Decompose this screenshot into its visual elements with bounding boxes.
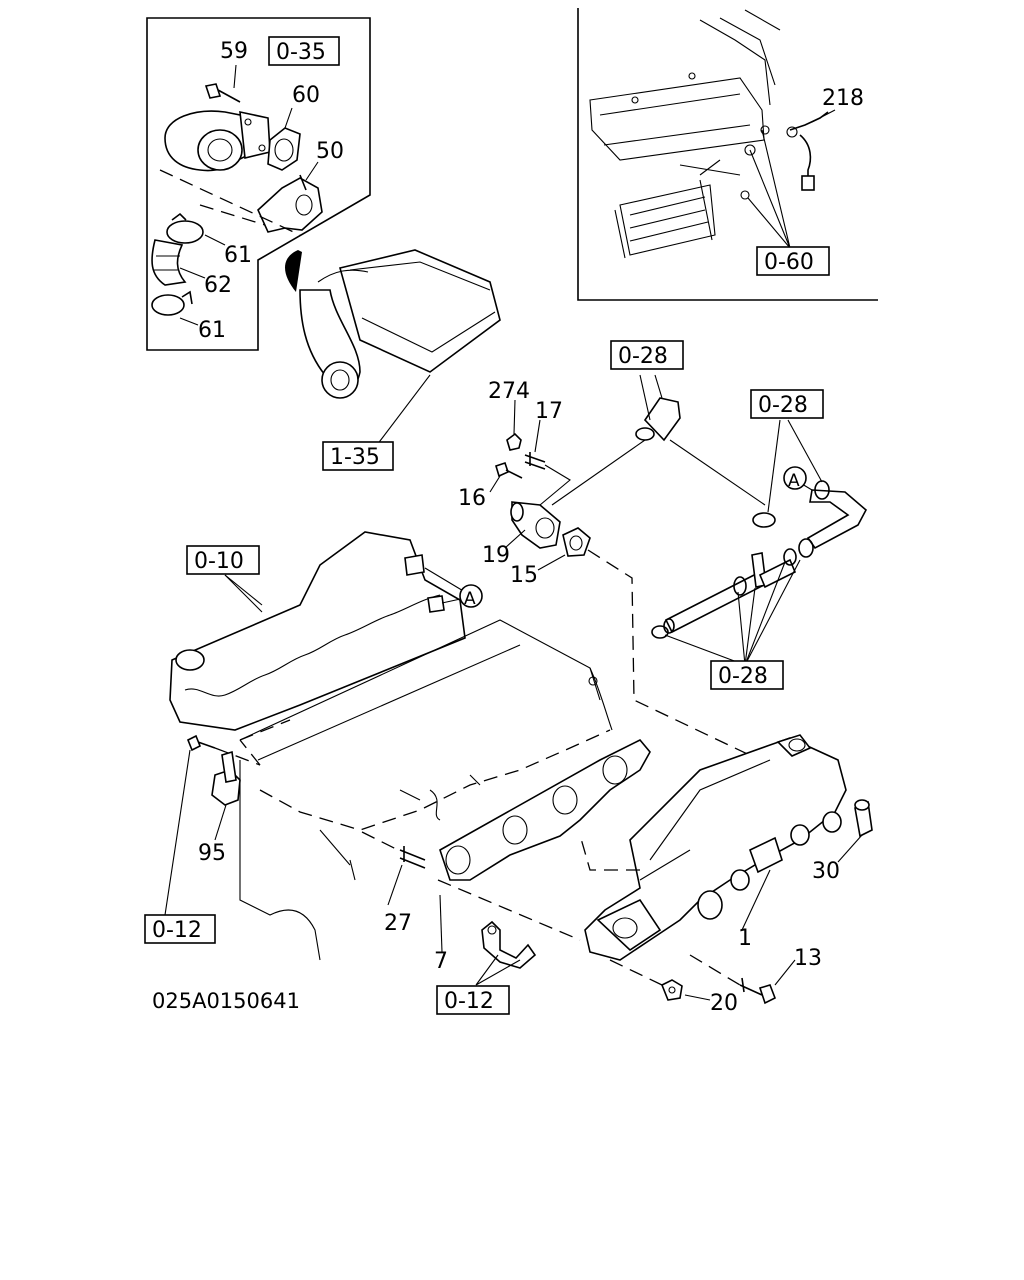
- ref-box-0-10-label: 0-10: [194, 549, 244, 574]
- label-part-13: 13: [794, 946, 822, 971]
- label-part-7: 7: [434, 949, 448, 974]
- bolt-59: [204, 83, 241, 103]
- label-part-1: 1: [738, 926, 752, 951]
- label-part-59: 59: [220, 39, 248, 64]
- label-part-218: 218: [822, 86, 864, 111]
- label-part-274: 274: [488, 379, 530, 404]
- hose-clamp-61-top: [166, 212, 204, 244]
- label-part-50: 50: [316, 139, 344, 164]
- manifold-gasket-7: [439, 739, 651, 881]
- exhaust-manifold-1: [584, 734, 847, 961]
- sensor-218: [786, 111, 829, 191]
- hose-62: [151, 239, 187, 286]
- ref-box-0-60-label: 0-60: [764, 250, 814, 275]
- label-part-27: 27: [384, 911, 412, 936]
- ref-box-0-35[interactable]: 0-35: [268, 36, 340, 66]
- bolt-13: [739, 977, 777, 1005]
- engine-block: [239, 619, 613, 961]
- inset-frame-left: [146, 17, 371, 351]
- gasket-60: [267, 127, 301, 171]
- ref-box-0-12-bottom[interactable]: 0-12: [436, 985, 510, 1015]
- clamp-b: [651, 625, 669, 639]
- ref-box-0-60[interactable]: 0-60: [756, 246, 830, 276]
- stud-30: [854, 799, 873, 838]
- nut-20: [660, 979, 683, 1001]
- bolt-16: [495, 461, 523, 479]
- ref-box-0-10[interactable]: 0-10: [186, 545, 260, 575]
- ref-box-0-28-bottom-label: 0-28: [718, 664, 768, 689]
- bolt-95: [186, 734, 216, 752]
- label-part-30: 30: [812, 859, 840, 884]
- water-outlet-19: [510, 501, 561, 549]
- marker-a-head: A: [459, 584, 483, 609]
- label-part-60: 60: [292, 83, 320, 108]
- elbow-pipe: [164, 110, 271, 172]
- ref-box-0-28-bottom[interactable]: 0-28: [710, 660, 784, 690]
- label-part-95: 95: [198, 841, 226, 866]
- label-part-62: 62: [204, 273, 232, 298]
- water-pipe-t: [663, 548, 797, 634]
- inset-frame-right: [577, 8, 878, 301]
- ref-box-0-28-right-label: 0-28: [758, 393, 808, 418]
- ref-box-0-28-right[interactable]: 0-28: [750, 389, 824, 419]
- ref-box-1-35-label: 1-35: [330, 445, 380, 470]
- stud-274: [506, 432, 522, 451]
- ref-box-0-12-bottom-label: 0-12: [444, 989, 494, 1014]
- bracket-95: [211, 750, 241, 806]
- gasket-15: [562, 527, 591, 557]
- inset-leader-dash-2: [199, 204, 266, 226]
- bypass-hose: [798, 480, 868, 558]
- inset-leader-dash-1: [159, 169, 301, 236]
- direction-arrow: [285, 250, 302, 292]
- bracket-lower: [481, 920, 537, 969]
- ref-box-0-12-left-label: 0-12: [152, 918, 202, 943]
- cylinder-head-cover: [169, 531, 466, 731]
- marker-a-head-label: A: [464, 589, 476, 609]
- ref-box-0-28-top-label: 0-28: [618, 344, 668, 369]
- diagram-code: 025A0150641: [152, 989, 300, 1013]
- clamp-a: [752, 512, 776, 528]
- ref-box-0-35-label: 0-35: [276, 40, 326, 65]
- label-part-61-top: 61: [224, 243, 252, 268]
- label-part-20: 20: [710, 991, 738, 1016]
- label-part-61-bottom: 61: [198, 318, 226, 343]
- ref-box-0-12-left[interactable]: 0-12: [144, 914, 216, 944]
- outlet-flange-50: [257, 174, 323, 233]
- hose-clamp-61-bottom: [151, 290, 193, 316]
- label-part-15: 15: [510, 563, 538, 588]
- label-part-19: 19: [482, 543, 510, 568]
- vehicle-front-sketch: [589, 9, 781, 259]
- label-part-17: 17: [535, 399, 563, 424]
- label-part-16: 16: [458, 486, 486, 511]
- stud-27: [399, 846, 426, 869]
- marker-a-hose: A: [783, 466, 807, 491]
- intercooler-assembly: [299, 249, 501, 399]
- elbow-hose-top: [635, 397, 681, 442]
- ref-box-1-35[interactable]: 1-35: [322, 441, 394, 471]
- marker-a-hose-label: A: [788, 471, 800, 491]
- ref-box-0-28-top[interactable]: 0-28: [610, 340, 684, 370]
- stud-17: [524, 452, 546, 470]
